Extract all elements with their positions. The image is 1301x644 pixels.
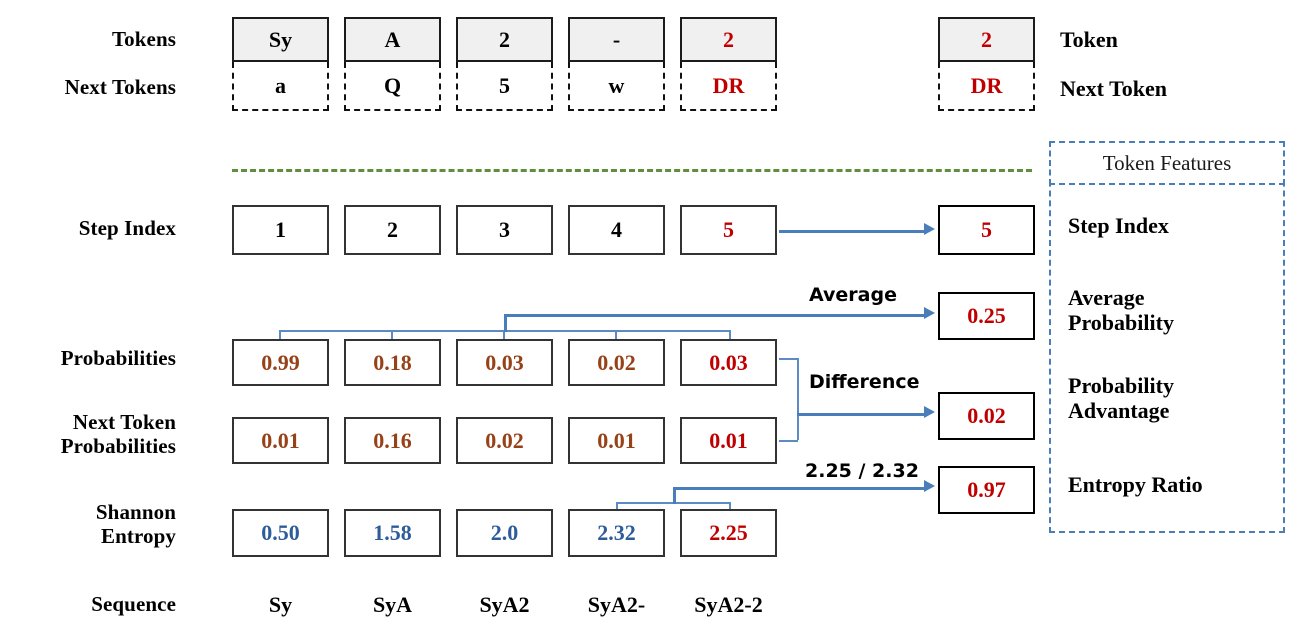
next-token-probability-box-1[interactable]: 0.01 <box>232 417 329 464</box>
token-box-2[interactable]: A <box>344 17 441 62</box>
row-label-tokens: Tokens <box>111 27 176 51</box>
result-step-index[interactable]: 5 <box>938 205 1035 255</box>
average-arrow-head <box>924 307 935 319</box>
sequence-label-4: SyA2- <box>587 592 646 617</box>
next-token-box-2[interactable]: Q <box>344 62 441 111</box>
next-token-box-4[interactable]: w <box>568 62 665 111</box>
step-index-box-4[interactable]: 4 <box>568 205 665 255</box>
step-index-box-2[interactable]: 2 <box>344 205 441 255</box>
row-label-sequence: Sequence <box>91 592 176 616</box>
shannon-entropy-box-5[interactable]: 2.25 <box>680 509 777 557</box>
probability-value: 0.03 <box>485 349 524 375</box>
next-token-probability-box-4[interactable]: 0.01 <box>568 417 665 464</box>
avg-bracket-riser-3 <box>503 330 505 347</box>
token-box-5[interactable]: 2 <box>680 17 777 62</box>
token-box-4[interactable]: - <box>568 17 665 62</box>
avg-bracket-center-riser <box>504 314 507 332</box>
next-token-box-3[interactable]: 5 <box>456 62 553 111</box>
entropy-ratio-arrow-head <box>924 480 935 492</box>
token-box-1[interactable]: Sy <box>232 17 329 62</box>
probability-box-4[interactable]: 0.02 <box>568 339 665 386</box>
step-index-arrow-line <box>779 230 925 233</box>
row-label-step-index: Step Index <box>78 216 176 240</box>
row-label-next-tokens: Next Tokens <box>64 75 176 99</box>
difference-bracket-vertical <box>797 358 799 440</box>
difference-arrow-line <box>797 413 925 416</box>
probability-value: 0.03 <box>709 349 748 375</box>
shannon-entropy-value: 2.25 <box>709 520 748 545</box>
entropy-bracket-riser-5 <box>729 502 731 513</box>
next-token-probability-value: 0.01 <box>709 427 748 453</box>
shannon-entropy-value: 2.32 <box>597 520 636 545</box>
avg-bracket-riser-4 <box>615 330 617 347</box>
operation-entropy-ratio-label: 2.25 / 2.32 <box>805 460 919 482</box>
step-index-box-5[interactable]: 5 <box>680 205 777 255</box>
feature-item-step-index: Step Index <box>1068 213 1169 238</box>
average-arrow-line <box>504 314 925 317</box>
result-average-probability[interactable]: 0.25 <box>938 292 1035 340</box>
next-token-probability-value: 0.01 <box>597 427 636 453</box>
probability-box-5[interactable]: 0.03 <box>680 339 777 386</box>
next-token-probability-box-2[interactable]: 0.16 <box>344 417 441 464</box>
entropy-bracket-center-riser <box>673 487 676 504</box>
entropy-bracket-riser-4 <box>616 502 618 513</box>
difference-arrow-head <box>924 406 935 418</box>
difference-bracket-top <box>779 358 798 360</box>
shannon-entropy-box-4[interactable]: 2.32 <box>568 509 665 557</box>
shannon-entropy-value: 2.0 <box>490 520 519 545</box>
avg-bracket-riser-5 <box>729 330 731 347</box>
row-label-shannon-entropy: Shannon Entropy <box>95 500 176 548</box>
current-token-box[interactable]: 2 <box>938 17 1035 62</box>
sequence-label-5: SyA2-2 <box>694 592 763 617</box>
sequence-label-2: SyA <box>372 592 413 617</box>
next-token-box-1[interactable]: a <box>232 62 329 111</box>
next-token-probability-value: 0.16 <box>373 427 412 453</box>
operation-average-label: Average <box>809 284 897 306</box>
shannon-entropy-box-2[interactable]: 1.58 <box>344 509 441 557</box>
shannon-entropy-value: 1.58 <box>373 520 412 545</box>
result-entropy-ratio[interactable]: 0.97 <box>938 466 1035 514</box>
next-token-probability-value: 0.02 <box>485 427 524 453</box>
step-index-box-1[interactable]: 1 <box>232 205 329 255</box>
probability-value: 0.99 <box>261 349 300 375</box>
operation-difference-label: Difference <box>809 371 920 393</box>
feature-item-average-probability: Average Probability <box>1068 285 1174 335</box>
shannon-entropy-box-1[interactable]: 0.50 <box>232 509 329 557</box>
next-token-probability-value: 0.01 <box>261 427 300 453</box>
feature-item-entropy-ratio: Entropy Ratio <box>1068 472 1203 497</box>
step-index-box-3[interactable]: 3 <box>456 205 553 255</box>
difference-bracket-bottom <box>779 440 798 442</box>
feature-item-probability-advantage: Probability Advantage <box>1068 373 1174 423</box>
avg-bracket-riser-1 <box>279 330 281 347</box>
step-index-arrow-head <box>924 223 935 235</box>
probability-box-1[interactable]: 0.99 <box>232 339 329 386</box>
sequence-label-3: SyA2 <box>479 592 530 617</box>
row-label-next-token-probabilities: Next Token Probabilities <box>60 410 176 458</box>
current-next-token-box[interactable]: DR <box>938 62 1035 111</box>
entropy-ratio-arrow-line <box>673 487 925 490</box>
row-label-probabilities: Probabilities <box>60 346 176 370</box>
shannon-entropy-value: 0.50 <box>261 520 300 545</box>
next-token-probability-box-3[interactable]: 0.02 <box>456 417 553 464</box>
result-probability-advantage[interactable]: 0.02 <box>938 392 1035 440</box>
probability-value: 0.18 <box>373 349 412 375</box>
avg-bracket-riser-2 <box>391 330 393 347</box>
shannon-entropy-box-3[interactable]: 2.0 <box>456 509 553 557</box>
next-token-box-5[interactable]: DR <box>680 62 777 111</box>
token-box-3[interactable]: 2 <box>456 17 553 62</box>
probability-box-3[interactable]: 0.03 <box>456 339 553 386</box>
next-token-probability-box-5[interactable]: 0.01 <box>680 417 777 464</box>
current-next-token-label: Next Token <box>1060 76 1167 101</box>
section-divider <box>232 169 1032 172</box>
probability-box-2[interactable]: 0.18 <box>344 339 441 386</box>
sequence-label-1: Sy <box>268 592 293 617</box>
token-features-panel-title: Token Features <box>1049 141 1285 185</box>
probability-value: 0.02 <box>597 349 636 375</box>
current-token-label: Token <box>1060 27 1118 52</box>
